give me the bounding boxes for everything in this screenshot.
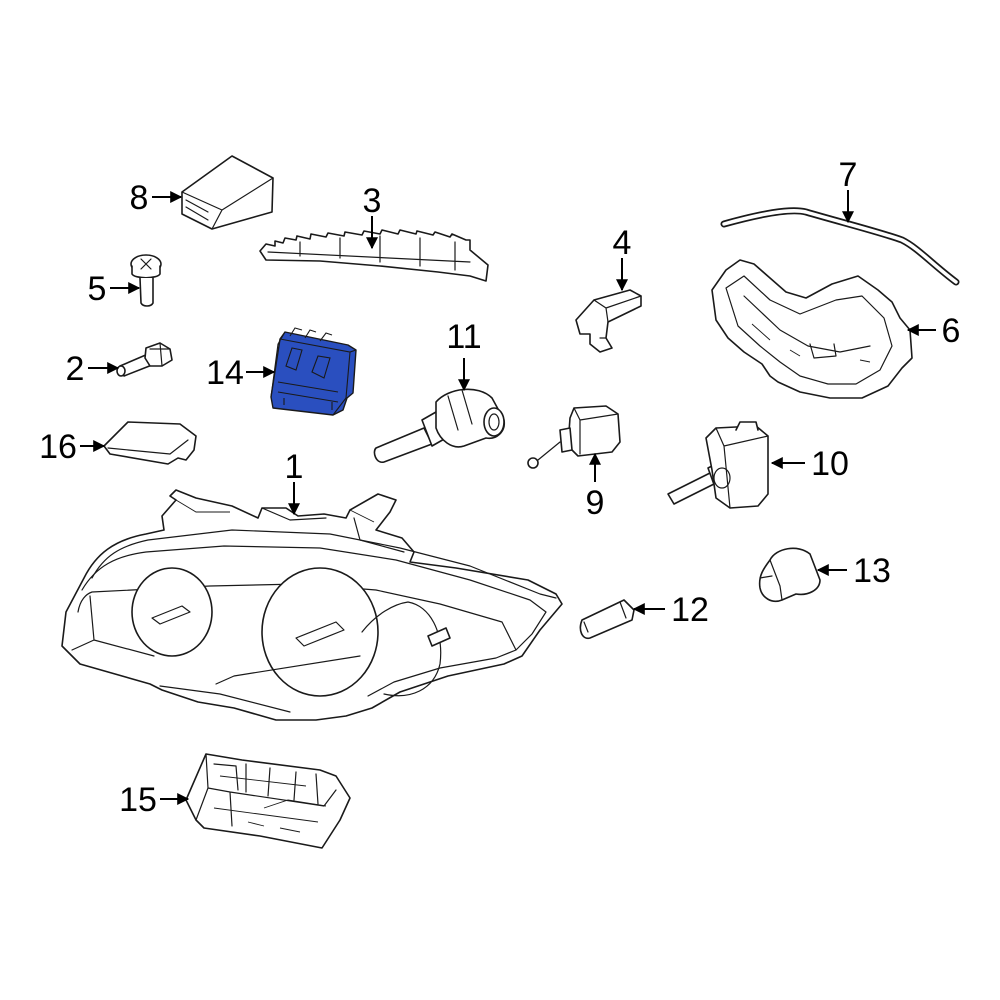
part-4-bracket[interactable] — [575, 289, 642, 353]
part-16-cap[interactable] — [103, 421, 197, 465]
part-2-bolt[interactable] — [116, 342, 173, 377]
callout-9[interactable]: 9 — [586, 484, 605, 522]
callout-15[interactable]: 15 — [119, 781, 157, 819]
callout-numbers: 1 2 3 4 5 6 7 8 9 10 11 12 13 14 15 16 — [39, 156, 960, 819]
callout-8[interactable]: 8 — [130, 179, 149, 217]
part-1-headlight-assembly[interactable] — [61, 489, 563, 721]
part-11-bulb[interactable] — [373, 388, 506, 463]
callout-7[interactable]: 7 — [839, 156, 858, 194]
callout-5[interactable]: 5 — [88, 270, 107, 308]
part-6-housing-frame[interactable] — [711, 259, 913, 399]
callout-10[interactable]: 10 — [811, 445, 849, 483]
part-9-socket[interactable] — [527, 405, 621, 469]
callout-16[interactable]: 16 — [39, 428, 77, 466]
part-14-control-module[interactable] — [270, 327, 357, 416]
callout-4[interactable]: 4 — [613, 224, 632, 262]
part-12-wedge-bulb[interactable] — [579, 599, 635, 640]
part-7-seal[interactable] — [720, 207, 960, 286]
callout-2[interactable]: 2 — [66, 350, 85, 388]
callout-13[interactable]: 13 — [853, 552, 891, 590]
callout-11[interactable]: 11 — [446, 318, 481, 356]
callout-6[interactable]: 6 — [942, 312, 961, 350]
part-15-tray[interactable] — [185, 753, 351, 849]
leader-lines — [80, 190, 936, 805]
callout-3[interactable]: 3 — [363, 182, 382, 220]
callout-1[interactable]: 1 — [285, 448, 304, 486]
part-8-cover[interactable] — [181, 155, 274, 230]
part-5-screw[interactable] — [130, 254, 162, 307]
part-10-xenon-bulb[interactable] — [667, 421, 769, 509]
callout-14[interactable]: 14 — [206, 354, 244, 392]
callout-12[interactable]: 12 — [671, 591, 709, 629]
part-3-strip[interactable] — [259, 229, 489, 282]
part-13-bulb[interactable] — [758, 547, 821, 603]
